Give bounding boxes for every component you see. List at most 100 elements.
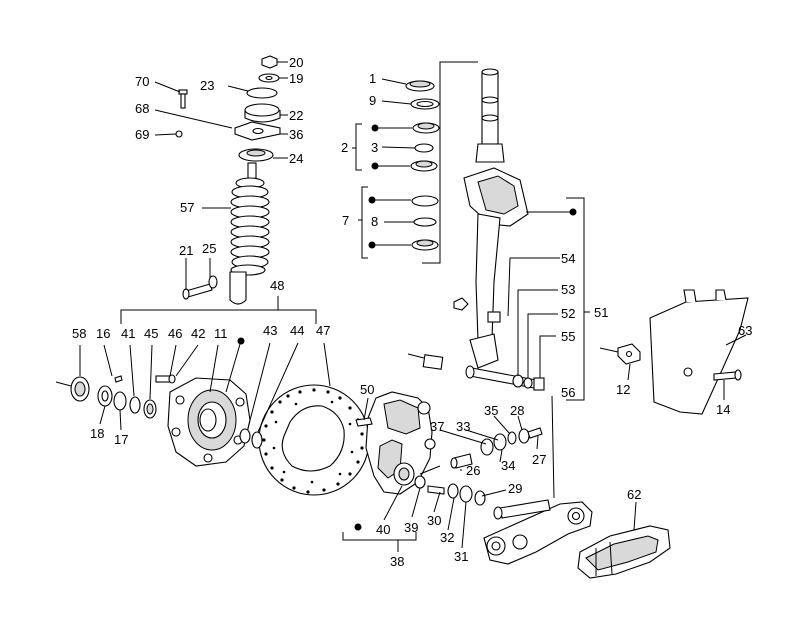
label-41: 41	[121, 326, 135, 341]
label-7: 7	[342, 213, 349, 228]
label-40: 40	[376, 522, 390, 537]
fork-part-51[interactable]	[463, 68, 529, 369]
pin-part-30[interactable]	[427, 485, 445, 495]
bolt-part-70[interactable]	[178, 89, 188, 95]
label-58: 58	[72, 326, 86, 341]
washer-part-28[interactable]	[518, 428, 530, 444]
label-68: 68	[135, 101, 149, 116]
bellows-part-57[interactable]	[230, 177, 270, 276]
label-19: 19	[289, 71, 303, 86]
leader-12	[627, 363, 631, 381]
fork-leader-lines	[507, 197, 590, 401]
label-3: 3	[371, 140, 378, 155]
washer-part-32[interactable]	[447, 483, 459, 499]
screw-part-50[interactable]	[355, 417, 373, 427]
label-52: 52	[561, 306, 575, 321]
leader-56	[551, 395, 555, 499]
label-21: 21	[179, 243, 193, 258]
label-51: 51	[594, 305, 608, 320]
label-33: 33	[456, 419, 470, 434]
swing-link-part-56[interactable]	[483, 499, 593, 565]
label-42: 42	[191, 326, 205, 341]
label-17: 17	[114, 432, 128, 447]
bearing-cup-7a[interactable]	[411, 195, 439, 207]
label-62: 62	[627, 487, 641, 502]
washer-part-23[interactable]	[246, 87, 278, 99]
spacer-part-43[interactable]	[239, 428, 251, 444]
screw-part-14[interactable]	[713, 369, 742, 381]
label-32: 32	[440, 530, 454, 545]
caliper-leader-lines	[342, 397, 539, 552]
bolt-part-21[interactable]	[185, 283, 213, 298]
label-44: 44	[290, 323, 304, 338]
label-1: 1	[369, 71, 376, 86]
label-24: 24	[289, 151, 303, 166]
label-36: 36	[289, 127, 303, 142]
screw-part-46[interactable]	[155, 375, 171, 383]
spacer-part-17[interactable]	[113, 391, 127, 411]
label-63: 63	[738, 323, 752, 338]
label-27: 27	[532, 452, 546, 467]
ring-part-31[interactable]	[459, 485, 473, 503]
label-54: 54	[561, 251, 575, 266]
nut-part-20[interactable]	[261, 55, 278, 69]
label-30: 30	[427, 513, 441, 528]
label-57: 57	[180, 200, 194, 215]
bolt-part-27[interactable]	[527, 427, 543, 439]
leader-62	[633, 501, 637, 531]
label-35: 35	[484, 403, 498, 418]
washer-part-25[interactable]	[208, 275, 218, 289]
label-31: 31	[454, 549, 468, 564]
pin-part-16[interactable]	[114, 375, 123, 383]
washer-part-53[interactable]	[512, 374, 524, 388]
label-16: 16	[96, 326, 110, 341]
part-labels: 20 19 23 22 36 24 70 68 69 57 21 25 1 9 …	[72, 55, 752, 569]
label-20: 20	[289, 55, 303, 70]
label-14: 14	[716, 402, 730, 417]
label-47: 47	[316, 323, 330, 338]
ring-part-35[interactable]	[507, 431, 517, 445]
washer-part-52[interactable]	[523, 377, 533, 389]
label-70: 70	[135, 74, 149, 89]
label-53: 53	[561, 282, 575, 297]
ring-part-41[interactable]	[129, 396, 141, 414]
washer-part-39[interactable]	[414, 475, 426, 489]
hub-leader-lines	[79, 296, 331, 433]
label-9: 9	[369, 93, 376, 108]
brake-disc-part-47[interactable]	[258, 384, 370, 496]
bolt-part-69[interactable]	[175, 130, 183, 138]
label-29: 29	[508, 481, 522, 496]
label-25: 25	[202, 241, 216, 256]
label-26: 26	[466, 463, 480, 478]
label-48: 48	[270, 278, 284, 293]
nut-part-fork[interactable]	[453, 297, 469, 311]
label-56: 56	[561, 385, 575, 400]
ring-part-44[interactable]	[251, 431, 263, 449]
label-50: 50	[360, 382, 374, 397]
cover-part-63[interactable]	[649, 289, 749, 415]
bearing-part-37[interactable]	[480, 438, 494, 456]
label-69: 69	[135, 127, 149, 142]
label-45: 45	[144, 326, 158, 341]
seal-part-29[interactable]	[474, 490, 486, 506]
label-28: 28	[510, 403, 524, 418]
steering-bearings	[352, 61, 478, 264]
label-12: 12	[616, 382, 630, 397]
ring-part-3[interactable]	[414, 143, 434, 153]
shock-leader-lines	[154, 61, 288, 290]
label-43: 43	[263, 323, 277, 338]
leader-63	[725, 334, 747, 346]
washer-part-33[interactable]	[493, 433, 507, 451]
label-34: 34	[501, 458, 515, 473]
clip-part-12[interactable]	[599, 343, 641, 365]
washer-part-42[interactable]	[168, 374, 176, 384]
wheel-hub-part-11[interactable]	[167, 377, 251, 467]
ring-part-8[interactable]	[413, 217, 437, 227]
caliper-part-40[interactable]	[365, 391, 436, 495]
label-37: 37	[430, 419, 444, 434]
label-2: 2	[341, 140, 348, 155]
label-11: 11	[214, 326, 228, 341]
support-part-62[interactable]	[577, 525, 671, 579]
bushing-part-55[interactable]	[533, 377, 545, 391]
